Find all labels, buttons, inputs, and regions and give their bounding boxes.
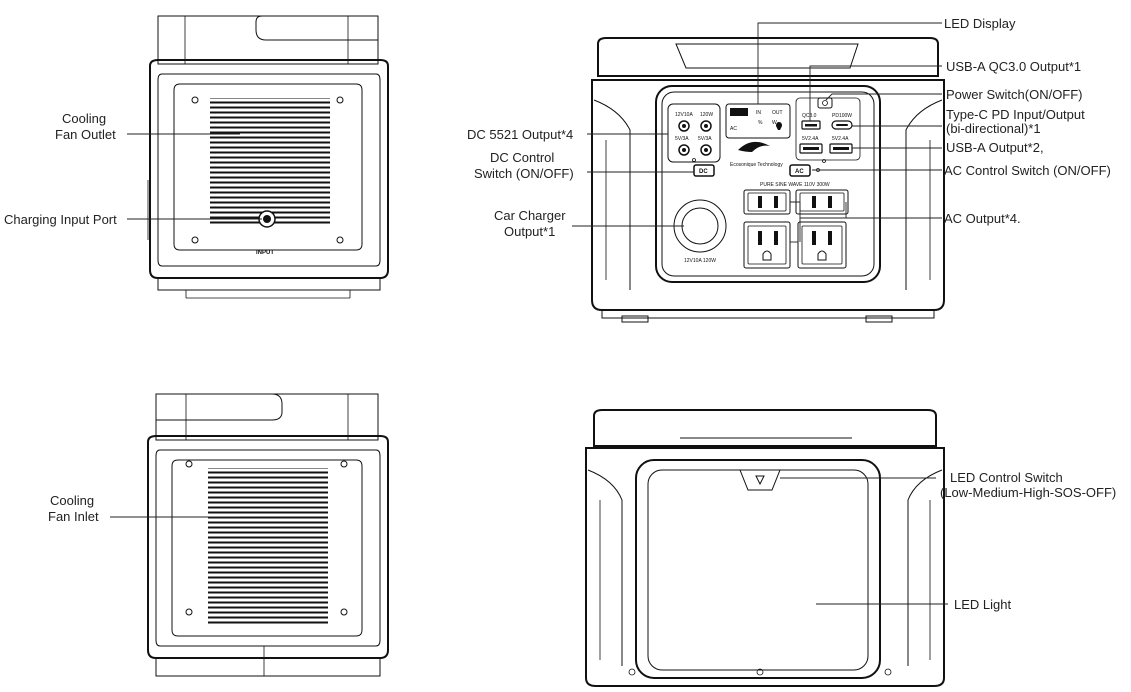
leader-lines	[110, 22, 948, 605]
dc-tr-rating: 120W	[700, 112, 713, 118]
label-cooling-inlet-1: Cooling	[50, 493, 94, 508]
svg-text:AC: AC	[730, 126, 737, 132]
ac-outlet-4	[797, 221, 847, 269]
usb2-label: 5V2.4A	[832, 136, 849, 142]
dc-tl-rating: 12V10A	[675, 112, 693, 118]
label-cooling-inlet-2: Fan Inlet	[48, 509, 99, 524]
qc-label: QC3.0	[802, 113, 817, 119]
side-view-outlet: INPUT	[147, 15, 389, 299]
label-ac-control: AC Control Switch (ON/OFF)	[944, 163, 1111, 178]
label-type-c-2: (bi-directional)*1	[946, 121, 1041, 136]
svg-text:W: W	[772, 120, 777, 126]
front-view-panel: 12V10A 120W 5V/3A 5V/3A IN OUT % W AC Ec…	[591, 37, 945, 323]
label-car-charger-1: Car Charger	[494, 208, 566, 223]
usb1-label: 5V2.4A	[802, 136, 819, 142]
label-led-light: LED Light	[954, 597, 1011, 612]
side-view-inlet	[147, 393, 389, 677]
pd-label: PD100W	[832, 113, 852, 119]
label-led-control-2: (Low-Medium-High-SOS-OFF)	[940, 485, 1116, 500]
car-rating-label: 12V10A 120W	[684, 258, 716, 264]
label-ac-output: AC Output*4.	[944, 211, 1021, 226]
dc-bl-rating: 5V/3A	[675, 136, 689, 142]
ac-outlet-2	[795, 189, 849, 215]
ac-outlet-3	[743, 221, 791, 269]
svg-text:%: %	[758, 120, 763, 126]
ac-button-label: AC	[795, 169, 804, 175]
label-cooling-outlet-2: Fan Outlet	[55, 127, 116, 142]
label-type-c-1: Type-C PD Input/Output	[946, 107, 1085, 122]
label-usb-a-output: USB-A Output*2,	[946, 140, 1044, 155]
led-light-view	[585, 409, 945, 687]
label-led-control-1: LED Control Switch	[950, 470, 1063, 485]
label-led-display: LED Display	[944, 16, 1016, 31]
label-dc5521: DC 5521 Output*4	[467, 127, 573, 142]
label-usb-a-qc: USB-A QC3.0 Output*1	[946, 59, 1081, 74]
label-car-charger-2: Output*1	[504, 224, 555, 239]
label-cooling-outlet-1: Cooling	[62, 111, 106, 126]
label-dc-control-2: Switch (ON/OFF)	[474, 166, 574, 181]
label-charging-input-port: Charging Input Port	[4, 212, 117, 227]
ac-rating-label: PURE SINE WAVE 110V 300W	[760, 182, 830, 188]
svg-text:IN: IN	[756, 110, 761, 116]
dc-br-rating: 5V/3A	[698, 136, 712, 142]
dc-button-label: DC	[699, 169, 708, 175]
label-dc-control-1: DC Control	[490, 150, 554, 165]
input-label: INPUT	[256, 250, 274, 256]
svg-text:OUT: OUT	[772, 110, 783, 116]
label-power-switch: Power Switch(ON/OFF)	[946, 87, 1083, 102]
callout-labels: Cooling Fan Outlet Charging Input Port C…	[4, 16, 1116, 612]
brand-text: Ecosonique Technology	[730, 162, 783, 168]
ac-outlet-1	[743, 189, 791, 215]
